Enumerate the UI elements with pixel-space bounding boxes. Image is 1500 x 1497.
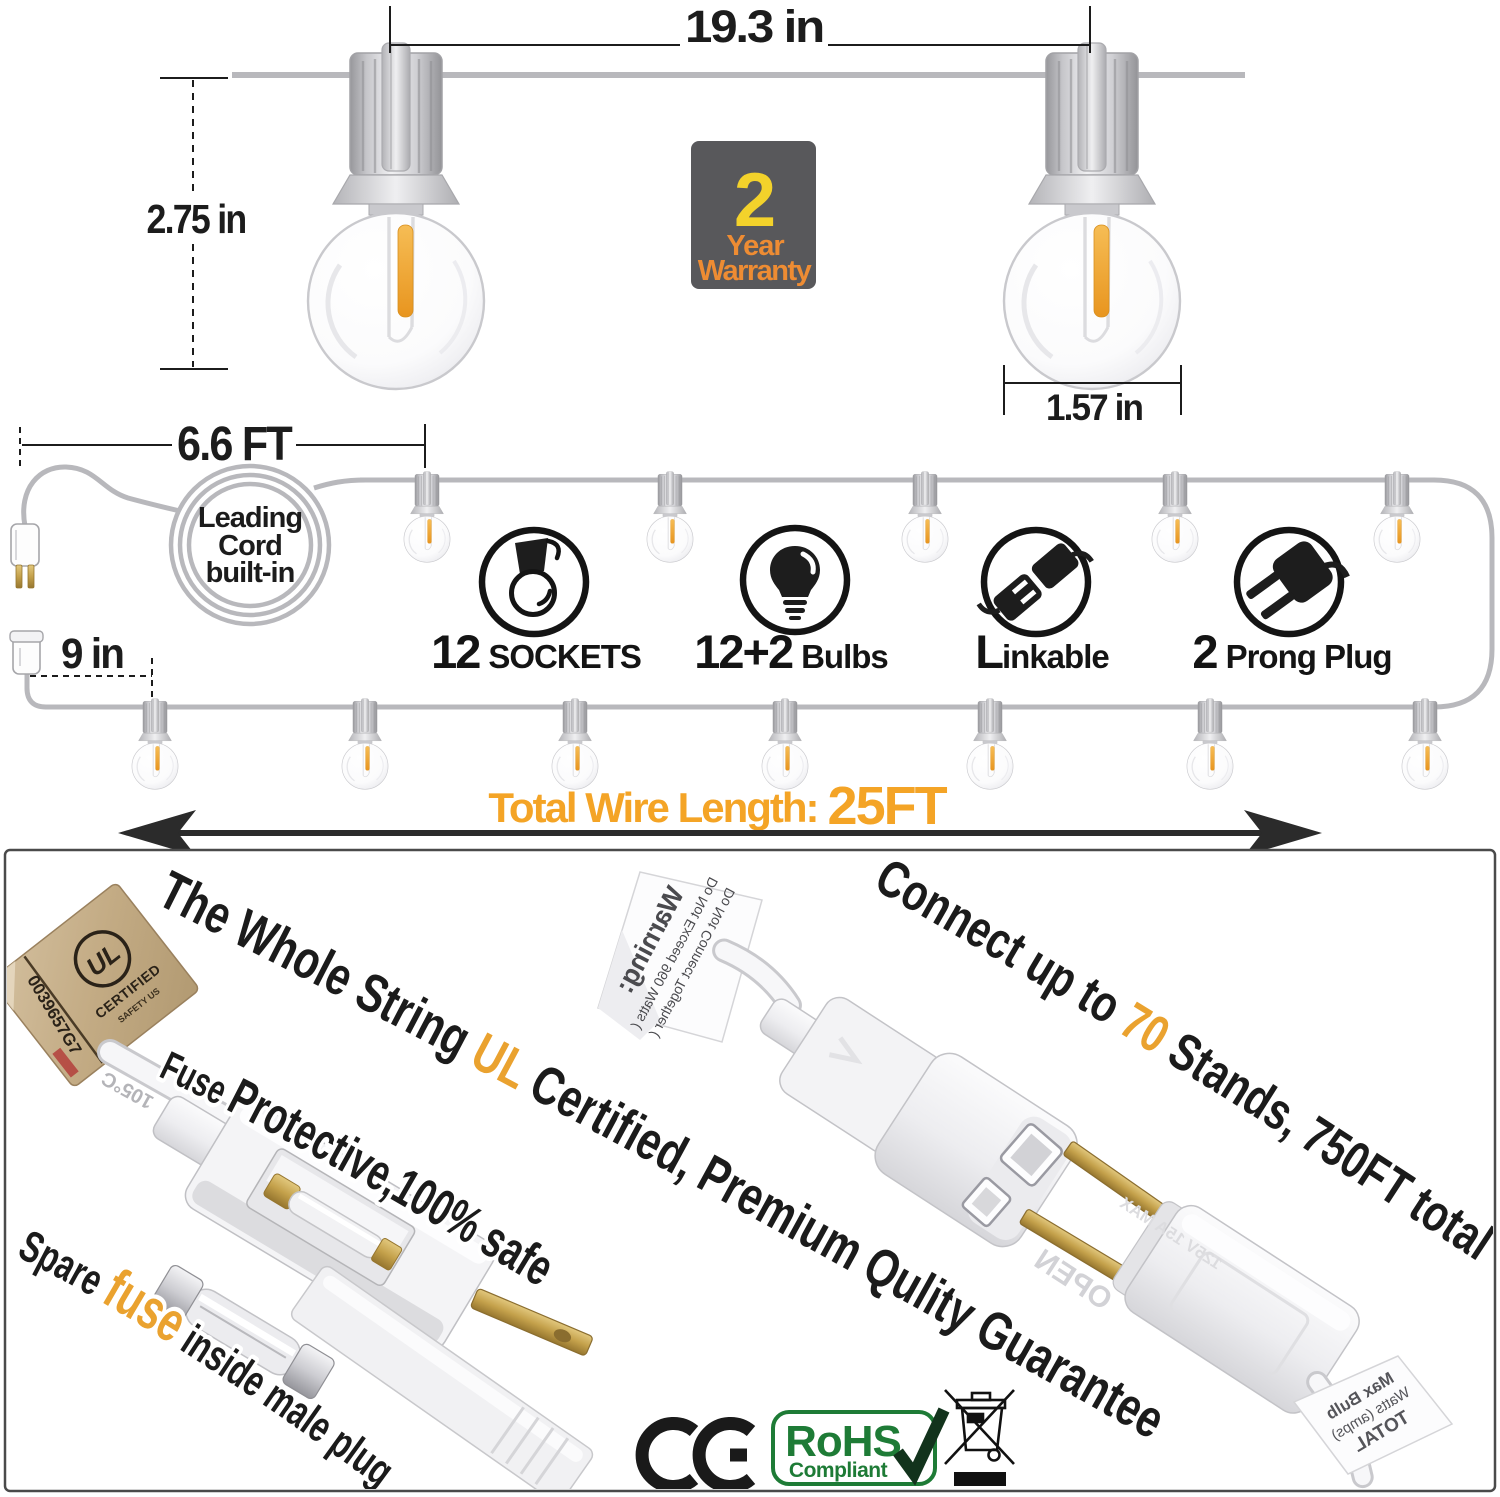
rohs-subtitle: Compliant (789, 1459, 888, 1482)
dimension-socket-gap (30, 658, 153, 700)
string-wire (21, 463, 1495, 710)
total-wire-value: 25FT (828, 776, 948, 836)
weee-bin-icon: crossed-out wheelie bin (944, 1389, 1015, 1486)
feature-sockets-label: SOCKETS (488, 638, 641, 675)
rohs-badge: RoHS Compliant (771, 1407, 950, 1486)
dim-bulb-width-label: 1.57 in (1046, 387, 1142, 428)
dimension-drop-height (160, 77, 228, 370)
dimension-lead-cord (19, 424, 426, 468)
warranty-number: 2 (734, 158, 776, 243)
rohs-title: RoHS (785, 1417, 901, 1466)
socket-icon (478, 526, 590, 638)
female-end-connector (9, 630, 44, 675)
feature-plug-value: 2 (1192, 625, 1217, 678)
coil-label-3: built-in (206, 557, 295, 589)
feature-linkable-label: inkable (1002, 638, 1109, 675)
fuse-plug-photo (152, 1095, 594, 1489)
feature-linkable: Linkable (975, 526, 1110, 678)
dim-socket-gap-label: 9 in (61, 630, 123, 678)
svg-text:Linkable: Linkable (975, 625, 1109, 678)
linkable-plugs-icon (980, 526, 1092, 638)
warning-label: Warning: Do Not Exceed 960 Watts ( Do No… (597, 871, 763, 1043)
feature-bulbs-value: 12+2 (694, 625, 793, 678)
big-socket-bulb-right (1004, 43, 1180, 389)
bottom-photo-panel: 0039657G7 UL CERTIFIED SAFETY US 105°C (3, 848, 1497, 1493)
big-socket-bulb-left (308, 43, 484, 389)
dim-spacing-label: 19.3 in (685, 1, 823, 52)
bulb-icon (739, 524, 851, 636)
string-bulbs-bottom-row (131, 697, 1449, 790)
total-wire-label: Total Wire Length: (488, 784, 817, 831)
feature-sockets-value: 12 (431, 625, 480, 678)
coil-label-2: Cord (218, 530, 282, 562)
dimension-bulb-width (1003, 365, 1182, 415)
coil-center (194, 489, 306, 601)
middle-section: Leading Cord built-in 6.6 FT 9 in (9, 418, 1495, 856)
top-section: 19.3 in 2.75 in 1.57 in 2 Year Warranty (147, 1, 1245, 428)
total-length-arrow (118, 810, 1322, 856)
two-prong-plug-icon (1233, 526, 1345, 638)
dim-lead-label: 6.6 FT (177, 418, 293, 471)
dimension-bulb-spacing (389, 6, 1091, 53)
feature-plug-label: Prong Plug (1226, 638, 1392, 675)
coil-label-1: Leading (198, 502, 302, 534)
warranty-year: Year (726, 230, 784, 262)
ul-certified-tag: 0039657G7 UL CERTIFIED SAFETY US (7, 883, 199, 1087)
feature-bulbs-label: Bulbs (801, 638, 888, 675)
female-connector-photo (712, 938, 1078, 1248)
warranty-word: Warranty (698, 255, 812, 287)
rohs-check-icon (893, 1407, 950, 1486)
ce-mark: CE (635, 1417, 756, 1489)
leading-plug (10, 523, 40, 589)
total-wire-length: Total Wire Length:25FT (488, 776, 947, 836)
dim-drop-label: 2.75 in (147, 196, 246, 242)
feature-linkable-value: L (975, 625, 1003, 678)
male-plug-photo (1019, 1141, 1374, 1489)
warranty-badge: 2 Year Warranty (691, 141, 816, 289)
spare-fuse-photo (151, 1264, 335, 1400)
